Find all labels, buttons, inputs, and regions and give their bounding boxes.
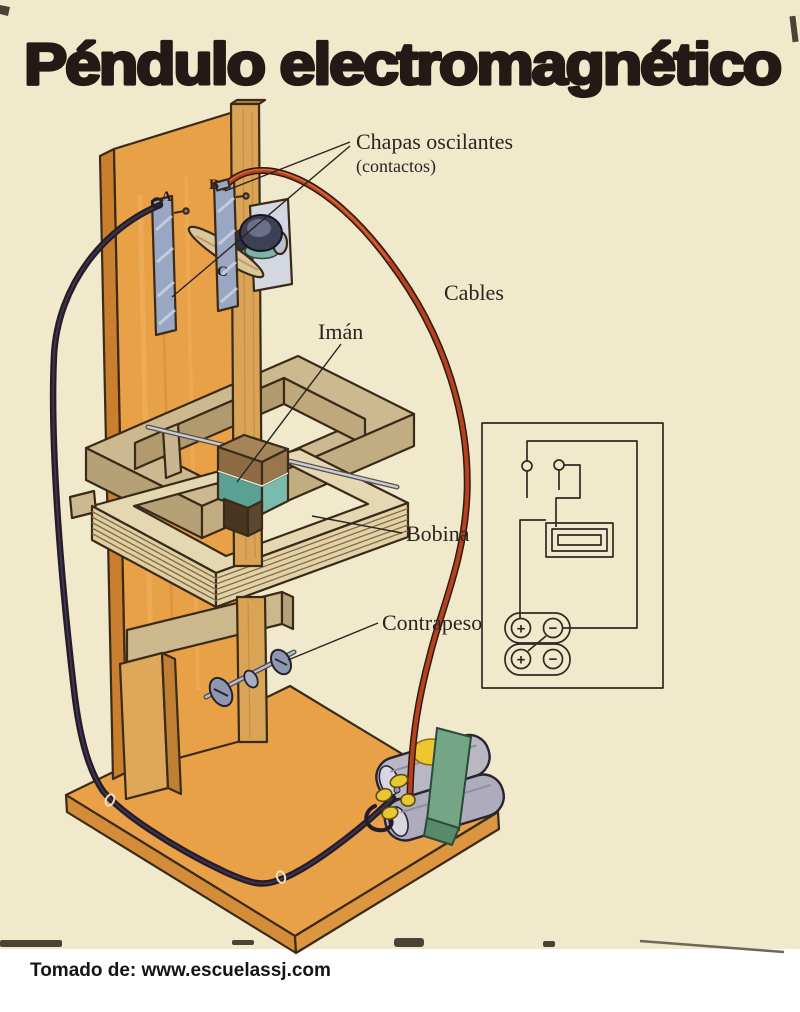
battery-plus-top: +: [517, 621, 526, 638]
label-cables: Cables: [444, 280, 504, 305]
magnet: [216, 433, 290, 538]
battery-minus-bottom: −: [549, 651, 558, 668]
red-cable: [214, 167, 471, 797]
label-contrapeso: Contrapeso: [382, 610, 482, 635]
contact-plate-a: [150, 194, 190, 337]
leader-lines: [171, 141, 403, 661]
label-contactos: (contactos): [356, 156, 436, 177]
battery-plus-bottom: +: [517, 652, 526, 669]
cable-clamp-b: [214, 178, 231, 192]
label-chapas-oscilantes: Chapas oscilantes: [356, 129, 513, 154]
cable-hook-a: [151, 197, 163, 209]
marker-b: B: [209, 177, 219, 193]
marker-a: A: [161, 189, 172, 205]
label-iman: Imán: [318, 319, 363, 344]
counterweight: [203, 648, 297, 708]
label-bobina: Bobina: [406, 521, 470, 546]
schematic-coil: [545, 522, 614, 558]
footer-strip: [0, 949, 800, 1012]
circuit-schematic: + − + −: [481, 422, 664, 689]
coil: [68, 447, 410, 609]
page-edge-line: [639, 939, 785, 954]
scan-artifacts: [0, 5, 799, 947]
battery-pack: [375, 726, 506, 847]
schematic-battery: + − + −: [504, 612, 571, 676]
source-attribution: Tomado de: www.escuelassj.com: [30, 960, 331, 981]
black-cable: [49, 197, 397, 887]
apparatus-illustration: [49, 98, 506, 955]
support-block: [118, 651, 183, 801]
schematic-border: [481, 422, 664, 689]
page-title: Péndulo electromagnético: [24, 32, 781, 97]
battery-minus-top: −: [549, 620, 558, 637]
marker-c: C: [217, 264, 228, 280]
battery-terminal-clips: [364, 773, 416, 833]
